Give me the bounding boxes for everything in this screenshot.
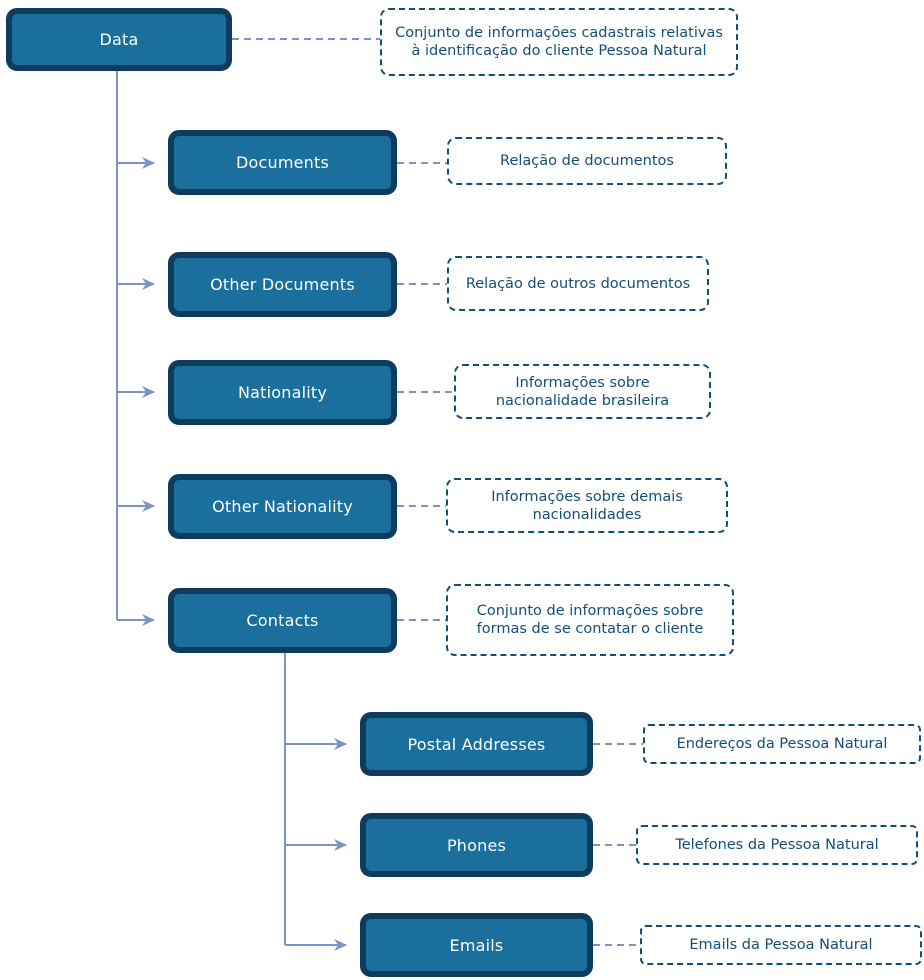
node-emails: Emails bbox=[360, 913, 593, 977]
node-data: Data bbox=[6, 8, 232, 71]
node-contacts-label: Contacts bbox=[246, 611, 319, 630]
annotation-documents-text: Relação de documentos bbox=[500, 153, 674, 169]
annotation-other-nationality: Informações sobre demais nacionalidades bbox=[446, 478, 728, 533]
annotation-contacts: Conjunto de informações sobre formas de … bbox=[446, 584, 734, 656]
node-data-label: Data bbox=[99, 30, 139, 49]
node-other-nationality: Other Nationality bbox=[168, 474, 397, 539]
node-other-documents: Other Documents bbox=[168, 252, 397, 317]
annotation-data: Conjunto de informações cadastrais relat… bbox=[380, 8, 738, 76]
node-contacts: Contacts bbox=[168, 588, 397, 653]
annotation-emails-text: Emails da Pessoa Natural bbox=[689, 937, 873, 953]
node-documents: Documents bbox=[168, 130, 397, 195]
annotation-phones-text: Telefones da Pessoa Natural bbox=[675, 837, 879, 853]
node-other-nationality-label: Other Nationality bbox=[212, 497, 353, 516]
node-emails-label: Emails bbox=[449, 935, 504, 955]
annotation-emails: Emails da Pessoa Natural bbox=[640, 925, 922, 965]
node-phones-label: Phones bbox=[446, 835, 507, 855]
annotation-contacts-text: Conjunto de informações sobre formas de … bbox=[476, 603, 704, 637]
annotation-documents: Relação de documentos bbox=[447, 137, 727, 185]
node-nationality-label: Nationality bbox=[237, 383, 328, 402]
node-postal-addresses-label: Postal Addresses bbox=[407, 734, 546, 754]
annotation-other-documents-text: Relação de outros documentos bbox=[465, 275, 691, 292]
node-documents-label: Documents bbox=[235, 153, 330, 172]
annotation-data-text: Conjunto de informações cadastrais relat… bbox=[395, 25, 723, 59]
annotation-other-documents: Relação de outros documentos bbox=[447, 256, 709, 311]
node-postal-addresses: Postal Addresses bbox=[360, 712, 593, 776]
node-phones: Phones bbox=[360, 813, 593, 877]
annotation-phones: Telefones da Pessoa Natural bbox=[636, 825, 918, 865]
annotation-other-nationality-text: Informações sobre demais nacionalidades bbox=[491, 488, 683, 523]
node-other-documents-label: Other Documents bbox=[210, 275, 355, 294]
annotation-postal-addresses: Endereços da Pessoa Natural bbox=[643, 724, 921, 764]
annotation-postal-addresses-text: Endereços da Pessoa Natural bbox=[676, 736, 888, 752]
node-nationality: Nationality bbox=[168, 360, 397, 425]
annotation-nationality: Informações sobre nacionalidade brasilei… bbox=[454, 364, 711, 419]
annotation-nationality-text: Informações sobre nacionalidade brasilei… bbox=[495, 374, 670, 409]
